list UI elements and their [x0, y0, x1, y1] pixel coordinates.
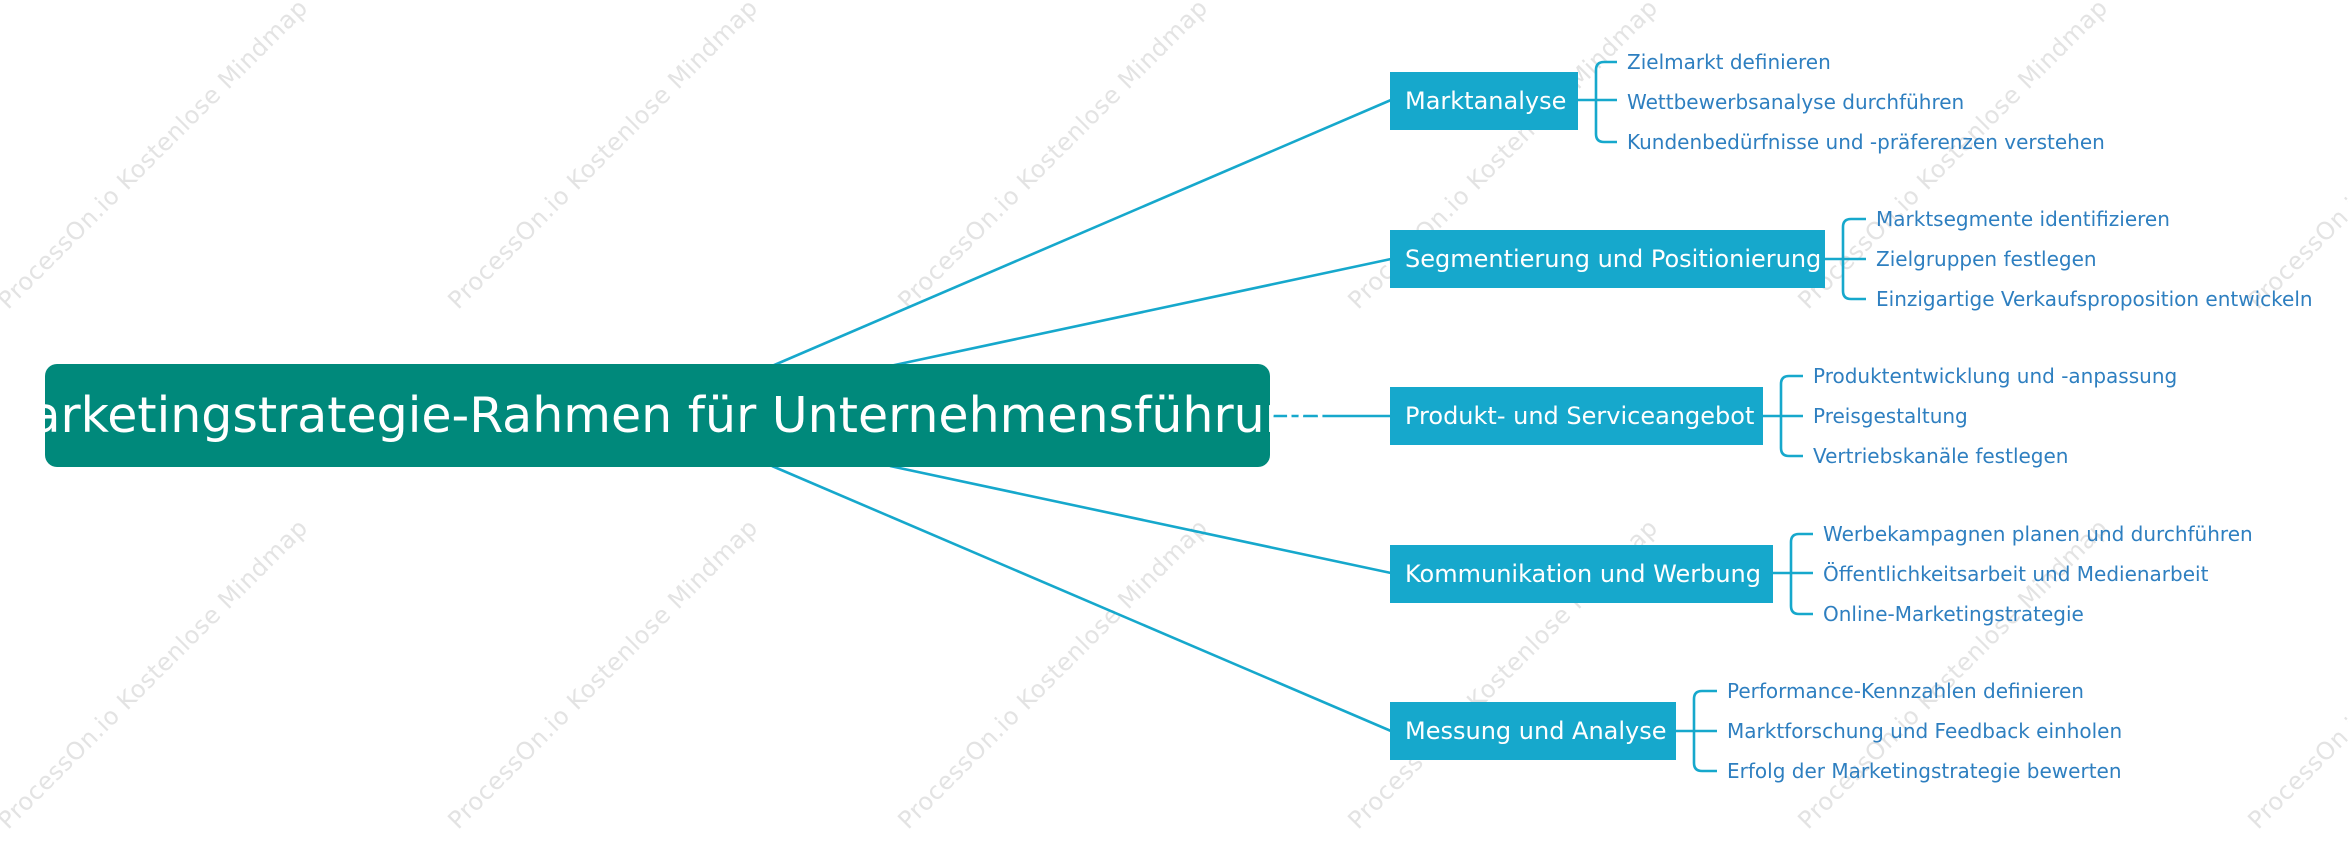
- root-node-label: Marketingstrategie-Rahmen für Unternehme…: [0, 387, 1327, 444]
- branch-node-produkt-service[interactable]: Produkt- und Serviceangebot: [1390, 387, 1763, 445]
- leaf-node[interactable]: Kundenbedürfnisse und -präferenzen verst…: [1627, 130, 2105, 154]
- leaf-node[interactable]: Marktsegmente identifizieren: [1876, 207, 2170, 231]
- leaf-node[interactable]: Online-Marketingstrategie: [1823, 602, 2084, 626]
- leaf-node[interactable]: Vertriebskanäle festlegen: [1813, 444, 2069, 468]
- leaf-node[interactable]: Performance-Kennzahlen definieren: [1727, 679, 2084, 703]
- branch-node-marktanalyse[interactable]: Marktanalyse: [1390, 72, 1578, 130]
- branch-node-label: Messung und Analyse: [1405, 717, 1667, 745]
- leaf-node[interactable]: Zielmarkt definieren: [1627, 50, 1831, 74]
- connector-root-branch: [771, 464, 1392, 733]
- leaf-node[interactable]: Marktforschung und Feedback einholen: [1727, 719, 2123, 743]
- connector-root-branch: [889, 257, 1392, 368]
- connector-bracket: [1594, 60, 1617, 144]
- leaf-node[interactable]: Wettbewerbsanalyse durchführen: [1627, 90, 1965, 114]
- branch-node-label: Kommunikation und Werbung: [1405, 560, 1761, 588]
- branch-node-label: Segmentierung und Positionierung: [1405, 245, 1822, 273]
- branch-node-segmentierung[interactable]: Segmentierung und Positionierung: [1390, 230, 1825, 288]
- branch-node-kommunikation[interactable]: Kommunikation und Werbung: [1390, 545, 1773, 603]
- leaf-node[interactable]: Preisgestaltung: [1813, 404, 1968, 428]
- branch-node-label: Produkt- und Serviceangebot: [1405, 402, 1755, 430]
- branch-node-messung[interactable]: Messung und Analyse: [1390, 702, 1676, 760]
- leaf-node[interactable]: Öffentlichkeitsarbeit und Medienarbeit: [1823, 562, 2209, 586]
- leaf-node[interactable]: Zielgruppen festlegen: [1876, 247, 2097, 271]
- leaf-node[interactable]: Erfolg der Marketingstrategie bewerten: [1727, 759, 2122, 783]
- connector-root-branch: [889, 464, 1392, 575]
- leaf-node[interactable]: Einzigartige Verkaufsproposition entwick…: [1876, 287, 2313, 311]
- leaf-node[interactable]: Produktentwicklung und -anpassung: [1813, 364, 2178, 388]
- connector-root-branch: [771, 98, 1392, 368]
- root-node[interactable]: Marketingstrategie-Rahmen für Unternehme…: [0, 364, 1327, 467]
- branch-node-label: Marktanalyse: [1405, 87, 1567, 115]
- leaf-node[interactable]: Werbekampagnen planen und durchführen: [1823, 522, 2253, 546]
